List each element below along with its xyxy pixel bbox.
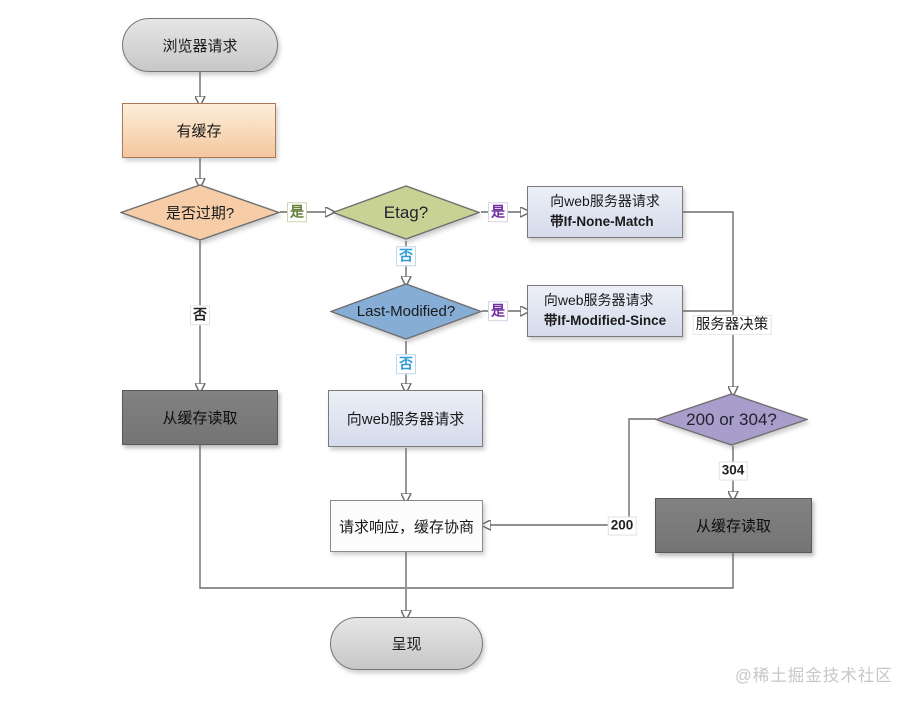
label-server-decision: 服务器决策 [692,314,772,336]
label-etag-yes: 是 [488,202,508,222]
label-etag-no: 否 [396,246,416,266]
node-response: 请求响应，缓存协商 [330,500,483,552]
node-read-cache-left-label: 从缓存读取 [162,410,238,427]
edge-readcacheleft-join [199,445,405,589]
node-if-none-match-text: 向web服务器请求 带If-None-Match [550,191,660,234]
node-read-cache-right: 从缓存读取 [655,498,812,553]
node-response-label: 请求响应，缓存协商 [338,518,474,536]
decision-expired: 是否过期? [120,184,280,241]
decision-etag: Etag? [332,185,480,240]
node-request-server-label: 向web服务器请求 [346,411,465,428]
node-if-modified-since-text: 向web服务器请求 带If-Modified-Since [544,290,666,333]
node-start: 浏览器请求 [122,18,278,72]
request-line: 向web服务器请求 [550,192,660,209]
edge-status-response [490,418,656,525]
diamond-shape [332,185,480,240]
request-line: 向web服务器请求 [543,291,654,308]
label-expired-no: 否 [190,305,210,325]
label-expired-yes: 是 [287,202,307,222]
node-if-modified-since: 向web服务器请求 带If-Modified-Since [527,285,683,337]
label-status-304: 304 [718,461,748,481]
label-last-modified-yes: 是 [488,301,508,321]
edge-ifnonematch-status [683,211,733,387]
node-render-label: 呈现 [391,636,422,653]
decision-last-modified-label: Last-Modified? [356,303,456,320]
decision-etag-label: Etag? [383,202,429,222]
decision-last-modified: Last-Modified? [330,283,482,340]
node-read-cache-right-label: 从缓存读取 [695,518,771,535]
decision-status-code-label: 200 or 304? [686,409,777,429]
node-read-cache-left: 从缓存读取 [122,390,278,445]
node-has-cache: 有缓存 [122,103,276,158]
label-status-200: 200 [607,516,637,536]
node-has-cache-label: 有缓存 [176,123,222,140]
diamond-shape [655,393,808,446]
node-render: 呈现 [330,617,483,670]
header-line: 带If-Modified-Since [543,313,667,329]
decision-status-code: 200 or 304? [655,393,808,446]
diamond-shape [120,184,280,241]
node-start-label: 浏览器请求 [162,37,238,55]
node-request-server: 向web服务器请求 [328,390,483,447]
label-last-modified-no: 否 [396,354,416,374]
header-line: 带If-None-Match [550,214,654,230]
node-if-none-match: 向web服务器请求 带If-None-Match [527,186,683,238]
edge-readcacheright-join [407,553,734,589]
diamond-shape [330,283,482,340]
decision-expired-label: 是否过期? [165,205,235,222]
watermark: @稀土掘金技术社区 [735,667,893,685]
